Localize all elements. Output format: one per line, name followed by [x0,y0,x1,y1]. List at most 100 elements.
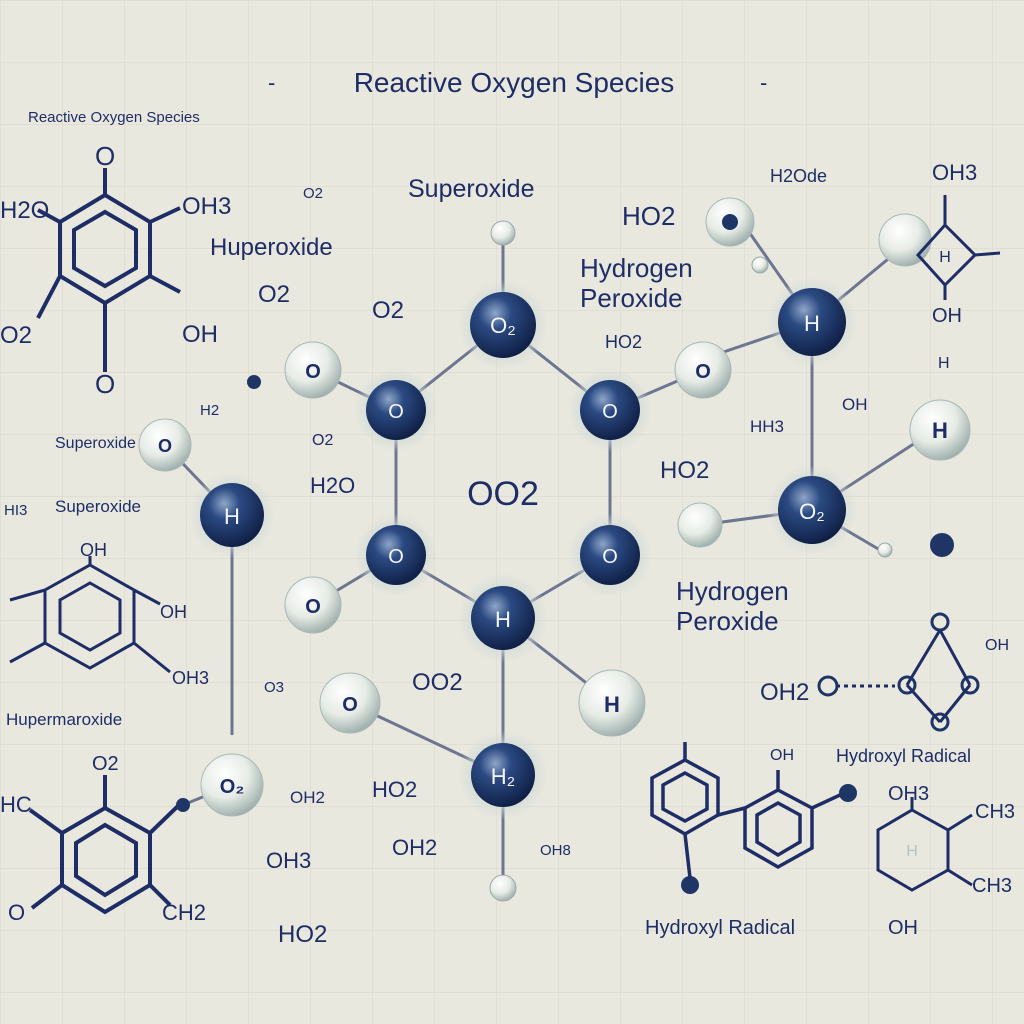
atom-label: O [158,436,172,456]
label-oh-right-2: OH [842,395,868,414]
bottom-ring-ch2: CH2 [162,900,206,925]
atom-label: H₂ [491,764,515,789]
atom-o2-light-left-bottom: O₂ [200,753,264,817]
ring-label-o-top: O [95,141,115,171]
cyclohexane-h-label: H [906,843,918,860]
atom-o-light-left: O [284,341,342,399]
atom-o-light-lower-left: O [284,576,342,634]
hp-right-line1: Hydrogen [676,576,789,606]
label-oh3-top-right: OH3 [932,160,977,185]
label-oh-ring-top: OH [770,747,794,764]
label-ho2-mid: HO2 [605,332,642,352]
bottom-ring-o2: O2 [92,753,119,775]
atom-o-right-upper: O [568,368,652,452]
atom-o2-dark-right: O₂ [767,465,857,555]
atom-o2-top: O₂ [458,280,548,370]
bottom-ring-o: O [8,900,25,925]
right-square-molecule [836,195,1001,723]
label-ch3-right-2: CH3 [972,875,1012,897]
atom-label: H [932,418,948,443]
left-mid-ring [9,556,171,674]
page-subtitle: Reactive Oxygen Species [28,109,200,126]
label-hi3: HI3 [4,502,27,519]
hp-top-line2: Peroxide [580,283,683,313]
atom-label: H [804,311,820,336]
label-oh3-right-ring: OH3 [888,783,929,805]
atom-label: O [695,361,711,383]
page-title: Reactive Oxygen Species [354,67,675,98]
atom-label: H [495,607,511,632]
label-ch3-right: CH3 [975,801,1015,823]
ring-label-h2o: H2O [0,197,49,224]
atom-o-right-lower: O [568,513,652,597]
title-dash-left: - [268,70,275,95]
atom-o-left-upper: O [354,368,438,452]
ring-label-o-bottom: O [95,369,115,399]
label-h2ode: H2Ode [770,166,827,186]
square-h-label: H [939,249,951,266]
label-hydroxyl-radical-right: Hydroxyl Radical [836,746,971,766]
atom-label: O₂ [799,499,825,524]
atom-h-light-bottom-right: H [578,669,646,737]
atom-label: O [388,546,404,568]
atom-label: O₂ [490,313,516,338]
label-hydroxyl-radical-bottom: Hydroxyl Radical [645,917,795,939]
label-huperoxide: Huperoxide [210,234,333,261]
label-oh2-right: OH2 [760,679,809,706]
label-oh-right-3: OH [985,637,1009,654]
label-oh-bottom-right: OH [888,917,918,939]
label-oo2-lower: OO2 [412,669,463,696]
label-hh3: HH3 [750,417,784,436]
atom-label: H [224,504,240,529]
atom-light-right-mid [677,502,723,548]
atom-label: O [602,401,618,423]
ring-label-oh: OH [182,321,218,348]
label-oo2-center: OO2 [467,475,539,513]
bottom-ring-hc: HC [0,792,32,817]
left-bottom-ring [28,775,180,915]
left-top-ring [36,168,181,372]
label-oh2-a: OH2 [290,788,325,807]
atom-label: O [602,546,618,568]
atom-light-far-right [878,213,932,267]
label-oh8: OH8 [540,842,571,859]
label-o2-center: O2 [372,297,404,324]
label-o2-small-2: O2 [312,432,333,449]
atom-label: H [604,692,620,717]
label-h2: H2 [200,402,219,419]
atom-label: O₂ [220,776,244,798]
label-hupermaroxide: Hupermaroxide [6,710,122,729]
atom-o-left-lower: O [354,513,438,597]
atom-h-dark-right-top: H [767,277,857,367]
label-superoxide-left-1: Superoxide [55,435,136,452]
label-ho2-lower: HO2 [372,777,417,802]
title-dash-right: - [760,70,767,95]
atom-h-light-right: H [909,399,971,461]
label-o2-small: O2 [303,185,323,202]
atom-o-light-right: O [674,341,732,399]
hp-top-line1: Hydrogen [580,253,693,283]
mid-ring-oh: OH [80,540,107,560]
label-ho2-bottom: HO2 [278,921,327,948]
mid-ring-oh3: OH3 [172,668,209,688]
atom-h2-bottom: H₂ [458,730,548,820]
label-ho2-right: HO2 [660,457,709,484]
atom-label: O [388,401,404,423]
label-h-right: H [938,355,950,372]
atom-h-center-bottom: H [458,573,548,663]
atom-label: O [305,361,321,383]
label-oh2-b: OH2 [392,835,437,860]
label-o3: O3 [264,679,284,696]
label-oh3-lower: OH3 [266,848,311,873]
right-bottom-rings [650,742,841,879]
hp-right-line2: Peroxide [676,606,779,636]
label-superoxide-left-2: Superoxide [55,497,141,516]
atom-label: O [342,694,358,716]
ring-label-o2: O2 [0,322,32,349]
atom-o-light-far-left: O [138,418,192,472]
ring-label-oh3: OH3 [182,193,231,220]
